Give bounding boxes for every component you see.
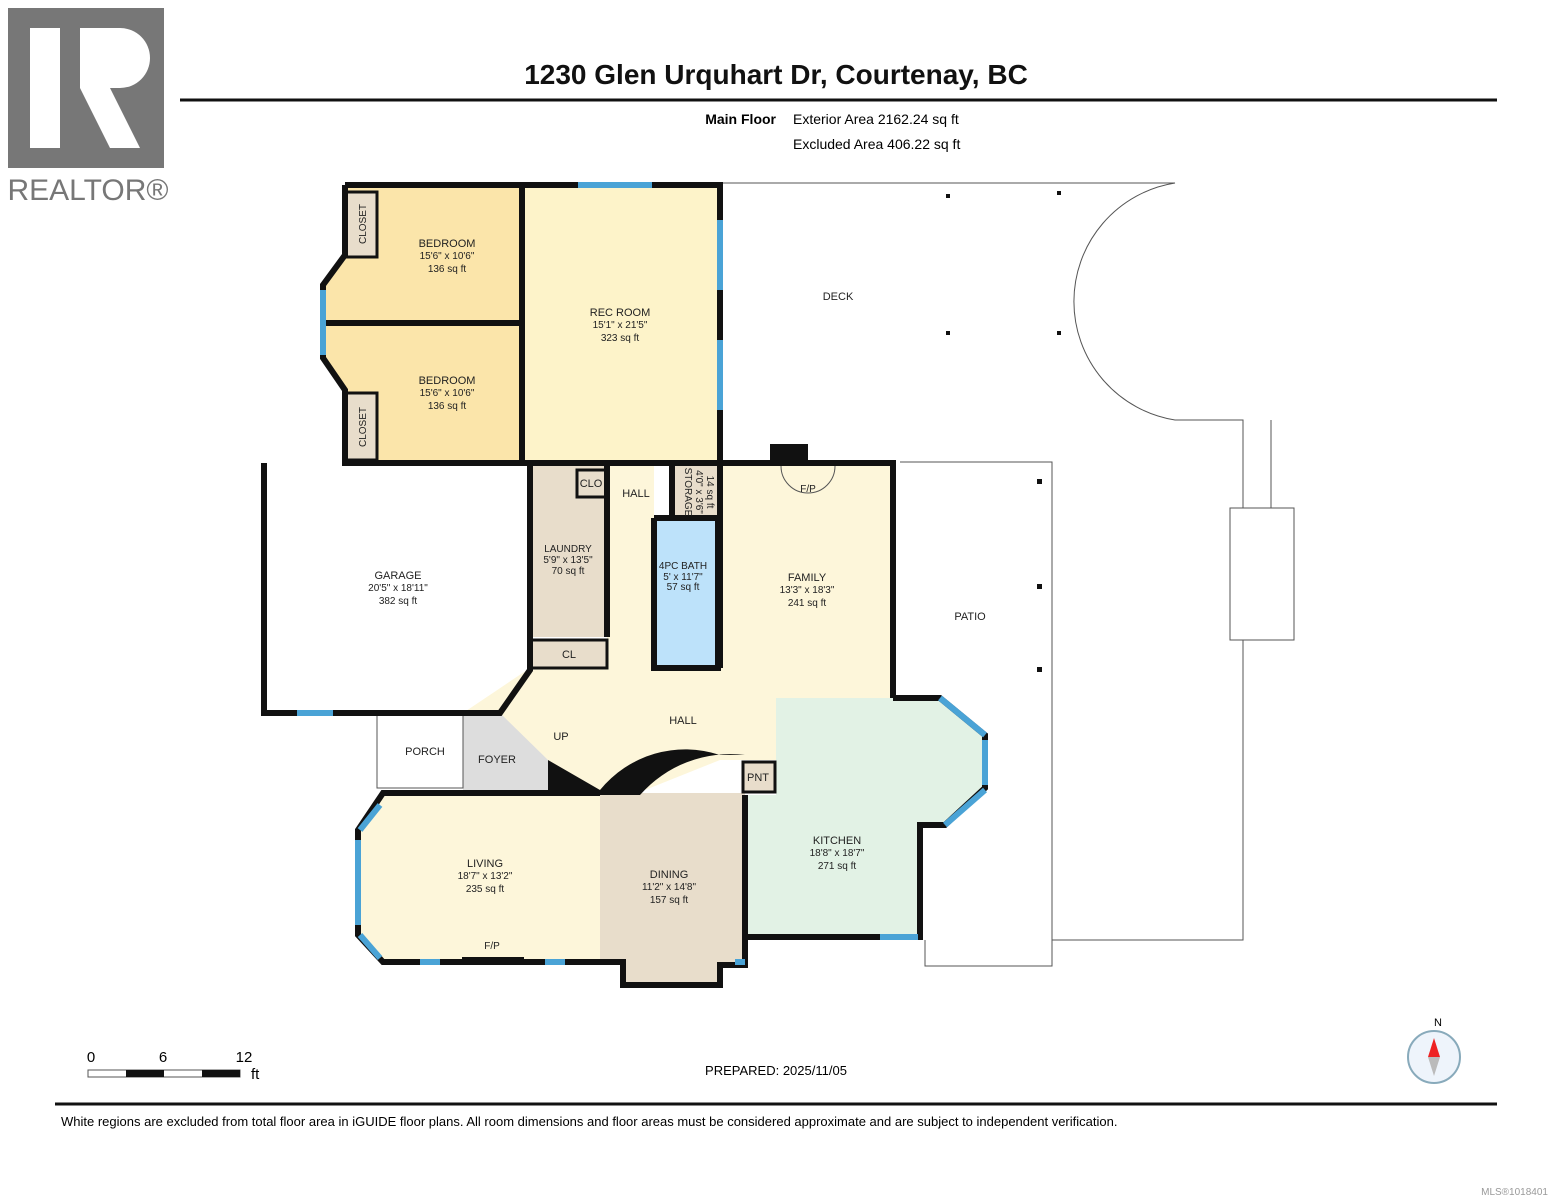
label-patio: PATIO [954,611,986,623]
svg-text:STORAGE: STORAGE [682,468,693,517]
compass-icon: N [1407,1017,1461,1084]
room-bath [654,518,718,668]
room-dining [600,793,745,985]
label-fireplace-living: F/P [484,941,500,952]
svg-text:11'2" x 14'8": 11'2" x 14'8" [642,882,697,893]
label-porch: PORCH [405,746,445,758]
page-title: 1230 Glen Urquhart Dr, Courtenay, BC [524,59,1028,90]
label-closet-2: CLOSET [358,407,369,447]
svg-text:4PC BATH: 4PC BATH [659,561,707,572]
svg-text:382 sq ft: 382 sq ft [379,596,418,607]
svg-text:0: 0 [87,1049,95,1066]
excluded-area: Excluded Area 406.22 sq ft [793,136,960,152]
svg-text:15'6" x 10'6": 15'6" x 10'6" [420,388,475,399]
svg-text:15'1" x 21'5": 15'1" x 21'5" [593,320,648,331]
prepared-date: PREPARED: 2025/11/05 [705,1063,847,1078]
svg-text:4'0" x 3'6": 4'0" x 3'6" [693,470,704,514]
room-storage [672,465,720,517]
svg-text:70 sq ft: 70 sq ft [552,566,585,577]
svg-text:13'3" x 18'3": 13'3" x 18'3" [780,585,835,596]
mls-number: MLS®1018401 [1481,1187,1548,1198]
svg-text:FAMILY: FAMILY [788,572,827,584]
svg-text:BEDROOM: BEDROOM [419,375,476,387]
svg-text:323 sq ft: 323 sq ft [601,333,640,344]
svg-text:5' x 11'7": 5' x 11'7" [663,572,703,583]
realtor-logo: REALTOR® [7,8,169,207]
label-fireplace-family: F/P [800,484,816,495]
label-hall-upper: HALL [622,488,650,500]
svg-text:DINING: DINING [650,869,689,881]
label-pantry: PNT [747,772,769,784]
label-hall: HALL [669,715,697,727]
room-kitchen [745,698,985,937]
svg-text:LIVING: LIVING [467,858,503,870]
svg-text:GARAGE: GARAGE [374,570,421,582]
room-rec [522,185,720,463]
disclaimer: White regions are excluded from total fl… [61,1114,1117,1129]
svg-text:136 sq ft: 136 sq ft [428,401,467,412]
room-foyer [463,713,548,792]
svg-text:5'9" x 13'5": 5'9" x 13'5" [543,555,593,566]
svg-text:18'8" x 18'7": 18'8" x 18'7" [810,848,865,859]
label-up: UP [553,731,568,743]
svg-text:6: 6 [159,1049,167,1066]
label-deck: DECK [823,291,854,303]
label-clo: CLO [580,478,603,490]
svg-text:57 sq ft: 57 sq ft [667,582,700,593]
svg-text:271 sq ft: 271 sq ft [818,861,857,872]
svg-text:BEDROOM: BEDROOM [419,238,476,250]
svg-text:12: 12 [236,1049,253,1066]
svg-text:N: N [1434,1017,1442,1029]
floor-label: Main Floor [705,111,776,127]
svg-text:235 sq ft: 235 sq ft [466,884,505,895]
svg-text:20'5" x 18'11": 20'5" x 18'11" [368,583,428,594]
svg-text:136 sq ft: 136 sq ft [428,264,467,275]
svg-text:ft: ft [251,1066,260,1083]
label-cl: CL [562,649,576,661]
svg-text:241 sq ft: 241 sq ft [788,598,827,609]
logo-text: REALTOR® [7,174,168,207]
svg-text:REC ROOM: REC ROOM [590,307,651,319]
svg-text:18'7" x 13'2": 18'7" x 13'2" [458,871,513,882]
room-living [358,793,600,962]
svg-text:LAUNDRY: LAUNDRY [544,544,592,555]
scale-bar: 0 6 12 ft [87,1049,260,1083]
svg-text:15'6" x 10'6": 15'6" x 10'6" [420,251,475,262]
label-closet-1: CLOSET [358,204,369,244]
svg-text:157 sq ft: 157 sq ft [650,895,689,906]
room-family [720,463,893,760]
room-garage [264,463,528,713]
svg-text:14 sq ft: 14 sq ft [704,476,715,509]
label-foyer: FOYER [478,754,516,766]
room-hall-upper [607,465,654,670]
svg-text:KITCHEN: KITCHEN [813,835,861,847]
exterior-area: Exterior Area 2162.24 sq ft [793,111,959,127]
